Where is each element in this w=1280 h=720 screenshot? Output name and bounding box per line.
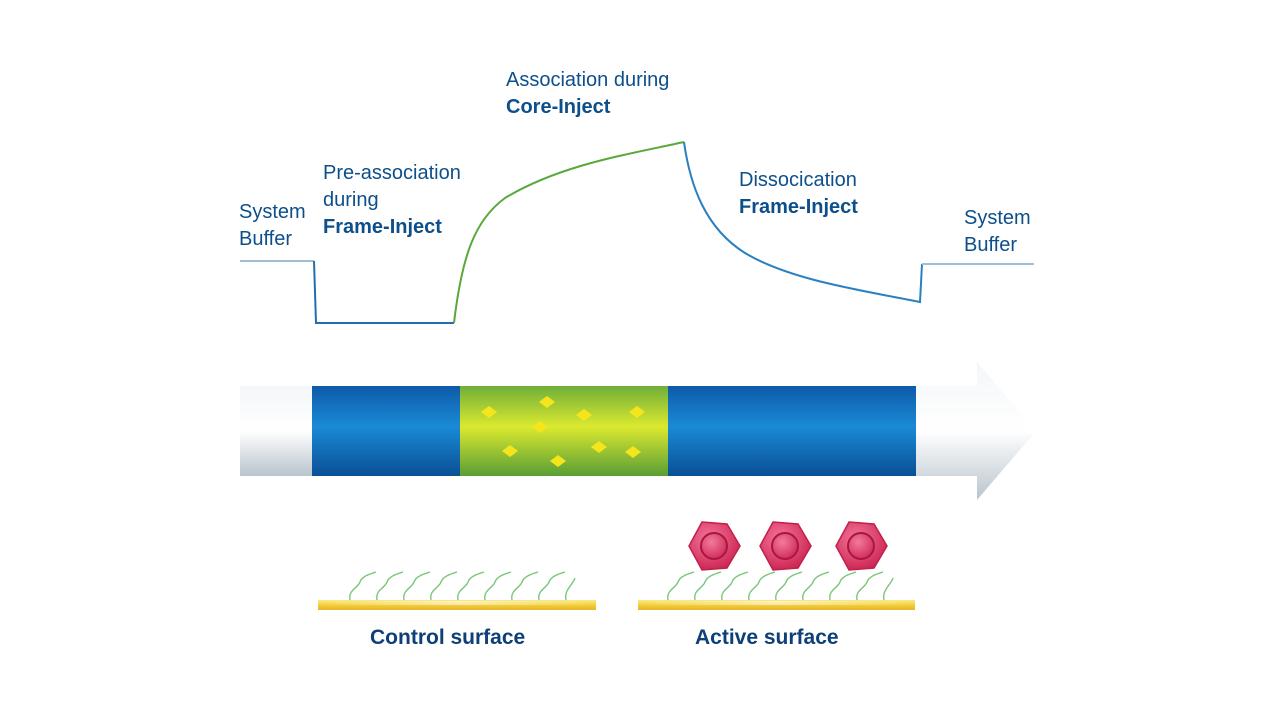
ligand-strand-icon [748, 571, 776, 601]
label-line: during [323, 189, 379, 211]
ligand-strand-icon [511, 571, 539, 601]
particle-diamond-icon [550, 455, 566, 467]
association-trace [453, 141, 685, 324]
buffer-segment-left [240, 386, 314, 476]
particles [481, 396, 645, 467]
ligand-strand-icon [882, 577, 894, 601]
ligand-strand-icon [667, 571, 695, 601]
particle-diamond-icon [502, 445, 518, 457]
frame-segment-right [668, 386, 917, 476]
ligand-strands [667, 571, 894, 601]
label-line: Association during [506, 69, 670, 91]
system-buffer-right-label: System Buffer [964, 205, 1031, 259]
active-gold-highlight [638, 601, 915, 605]
dissociation-trace [683, 141, 923, 304]
ligand-strand-icon [457, 571, 485, 601]
active-surface-label: Active surface [695, 626, 839, 649]
ligand-strand-icon [694, 571, 722, 601]
ligand-strand-icon [538, 571, 566, 601]
flow-arrow-icon [240, 362, 1036, 500]
label-line: Buffer [239, 228, 292, 250]
ligand-strand-icon [721, 571, 749, 601]
frame-segment-left [312, 386, 462, 476]
buffer-segment-arrowhead [916, 362, 1036, 500]
analyte-hexagon-icon [835, 521, 888, 571]
ligand-strand-icon [403, 571, 431, 601]
dissociation-label: Dissocication Frame-Inject [739, 167, 858, 221]
particle-diamond-icon [591, 441, 607, 453]
ligand-strand-icon [376, 571, 404, 601]
label-line: System [964, 207, 1031, 229]
particle-diamond-icon [576, 409, 592, 421]
label-line: Buffer [964, 234, 1017, 256]
active-surface [638, 521, 915, 610]
particle-diamond-icon [481, 406, 497, 418]
pre-association-trace [313, 260, 454, 324]
core-segment [460, 386, 670, 476]
label-bold: Frame-Inject [323, 216, 442, 238]
analyte-hexagon-icon [688, 521, 741, 571]
ligand-strand-icon [856, 571, 884, 601]
association-label: Association during Core-Inject [506, 67, 669, 121]
sensorgram [240, 141, 1034, 324]
label-line: Pre-association [323, 162, 461, 184]
label-line: System [239, 201, 306, 223]
ligand-strand-icon [484, 571, 512, 601]
label-bold: Frame-Inject [739, 196, 858, 218]
particle-diamond-icon [625, 446, 641, 458]
ligand-strands [349, 571, 576, 601]
analyte-hexagon-icon [759, 521, 812, 571]
pre-association-label: Pre-association during Frame-Inject [323, 160, 461, 241]
ligand-strand-icon [349, 571, 377, 601]
control-gold-highlight [318, 601, 596, 605]
ligand-strand-icon [564, 577, 576, 601]
ligand-strand-icon [829, 571, 857, 601]
control-surface-label: Control surface [370, 626, 526, 649]
particle-diamond-icon [532, 421, 548, 433]
ligand-strand-icon [430, 571, 458, 601]
label-line: Dissocication [739, 169, 857, 191]
analytes [688, 521, 888, 571]
control-surface [318, 571, 596, 610]
label-bold: Core-Inject [506, 96, 611, 118]
particle-diamond-icon [629, 406, 645, 418]
particle-diamond-icon [539, 396, 555, 408]
ligand-strand-icon [775, 571, 803, 601]
system-buffer-left-label: System Buffer [239, 199, 306, 253]
ligand-strand-icon [802, 571, 830, 601]
